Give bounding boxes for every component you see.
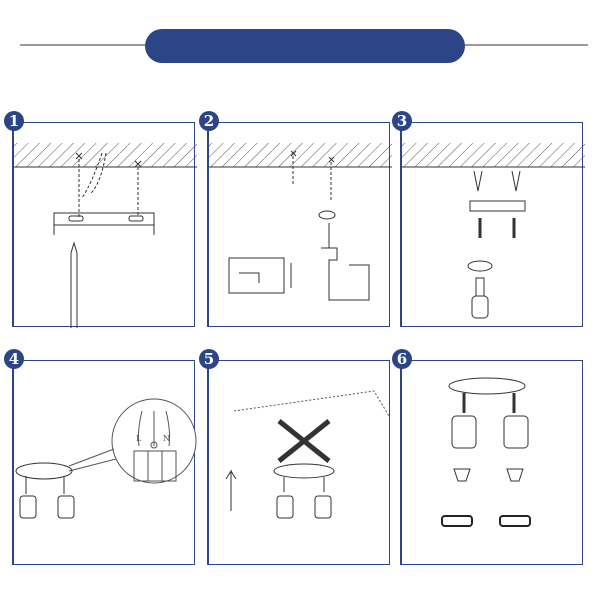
- neutral-label: N: [163, 434, 170, 443]
- step-1-panel: 1: [4, 111, 197, 328]
- drilling-illustration: [209, 143, 392, 301]
- step-2-panel: 2: [199, 111, 392, 327]
- ceiling-marking-illustration: [14, 143, 197, 328]
- bracket-screwing-illustration: [402, 143, 585, 319]
- step-3-panel: 3: [392, 111, 585, 327]
- header-banner: [145, 29, 465, 63]
- header-rule-left: [20, 44, 150, 46]
- step-number: 3: [392, 111, 412, 131]
- step-number: 4: [4, 349, 24, 369]
- step-number: 1: [4, 111, 24, 131]
- step-4-panel: L N 4: [4, 349, 197, 565]
- step-number: 2: [199, 111, 219, 131]
- step-5-panel: 5: [199, 349, 390, 565]
- step-6-panel: 6: [392, 349, 583, 565]
- header-rule-right: [460, 44, 588, 46]
- wiring-illustration: [15, 398, 197, 519]
- step-number: 5: [199, 349, 219, 369]
- bulb-installation-illustration: [441, 377, 531, 527]
- live-label: L: [136, 434, 142, 443]
- step-number: 6: [392, 349, 412, 369]
- mounting-illustration: [225, 390, 390, 519]
